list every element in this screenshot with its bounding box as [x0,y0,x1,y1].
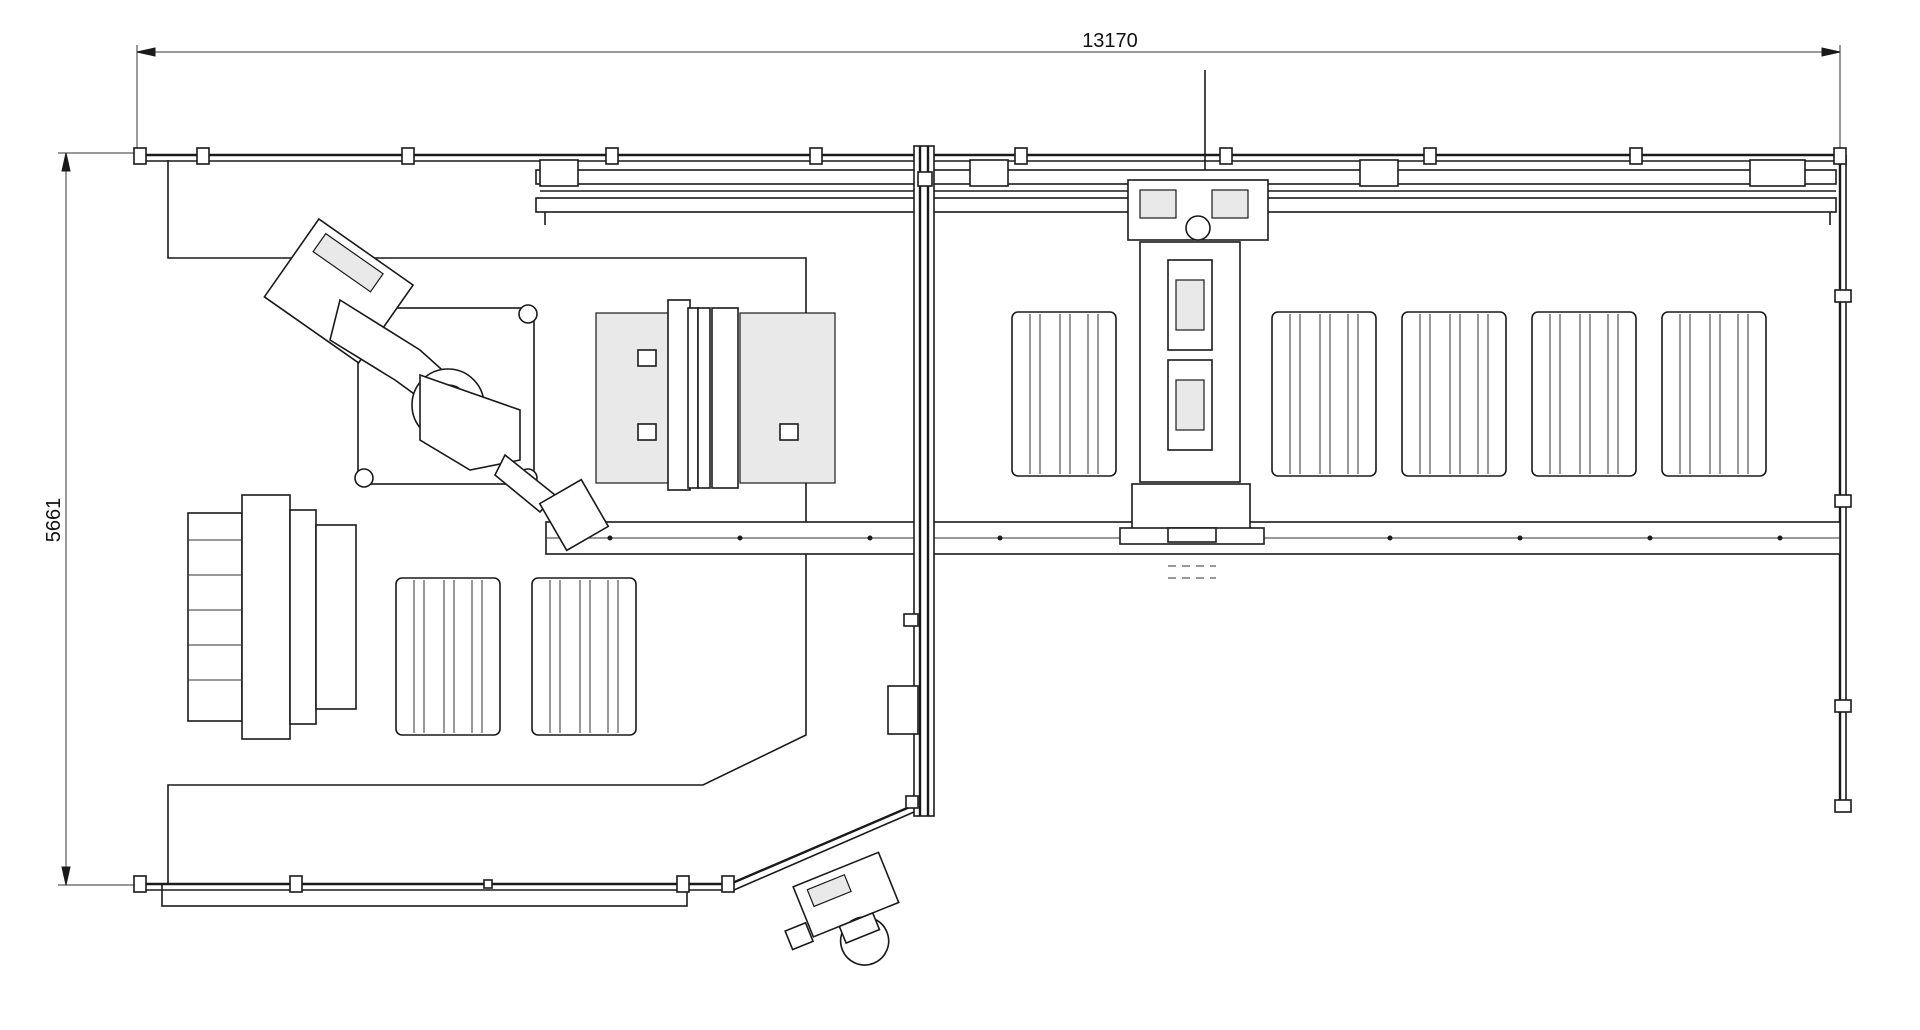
gantry-carriage [1119,179,1269,579]
operator-station [784,851,900,966]
work-zone-outline [167,160,807,884]
grid-tray-right [697,307,836,489]
pallet-1 [395,577,501,736]
pallet-2 [531,577,637,736]
vertical-linear-axis [887,145,935,817]
width-dimension: 13170 [136,30,1841,150]
safety-fence [133,147,1852,907]
pallet-4 [1271,311,1377,477]
depth-dimension-label: 5661 [43,498,65,543]
pallet-7 [1661,311,1767,477]
pallet-3 [1011,311,1117,477]
picking-robot [263,217,610,552]
depth-dimension: 5661 [43,152,140,886]
width-dimension-label: 13170 [1082,30,1138,52]
grid-tray-left [595,299,699,491]
gantry-rail [535,70,1837,225]
work-table [187,494,357,740]
pallet-6 [1531,311,1637,477]
pallet-5 [1401,311,1507,477]
fence-posts [133,147,1852,893]
